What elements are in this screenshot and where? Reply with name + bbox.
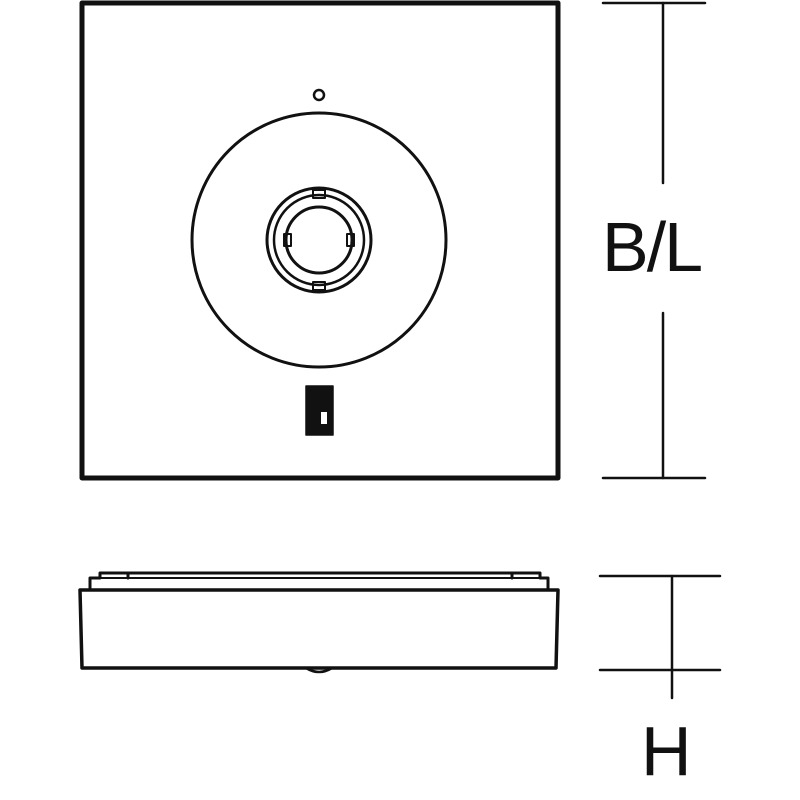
top-view	[79, 0, 561, 481]
dimension-label-h: H	[641, 712, 692, 790]
side-view-base	[78, 588, 560, 670]
sensor-lens	[284, 205, 354, 275]
sensor-ring-inner	[272, 193, 366, 287]
lens-clip-left	[283, 233, 292, 247]
indicator-hole	[312, 88, 326, 102]
switch-notch	[321, 412, 327, 424]
lens-clip-bottom	[312, 281, 326, 291]
side-view	[78, 571, 560, 674]
top-view-outline	[79, 0, 561, 481]
dimension-label-bl: B/L	[602, 208, 703, 286]
dimension-bl	[601, 1, 707, 480]
center-disc	[190, 111, 448, 369]
switch-block	[305, 385, 334, 436]
lens-clip-top	[312, 189, 326, 199]
side-view-sensor-bump	[304, 666, 334, 674]
sensor-ring-outer	[265, 186, 373, 294]
side-view-cover-top	[88, 571, 550, 592]
lens-clip-right	[346, 233, 355, 247]
dimension-h	[598, 574, 722, 700]
